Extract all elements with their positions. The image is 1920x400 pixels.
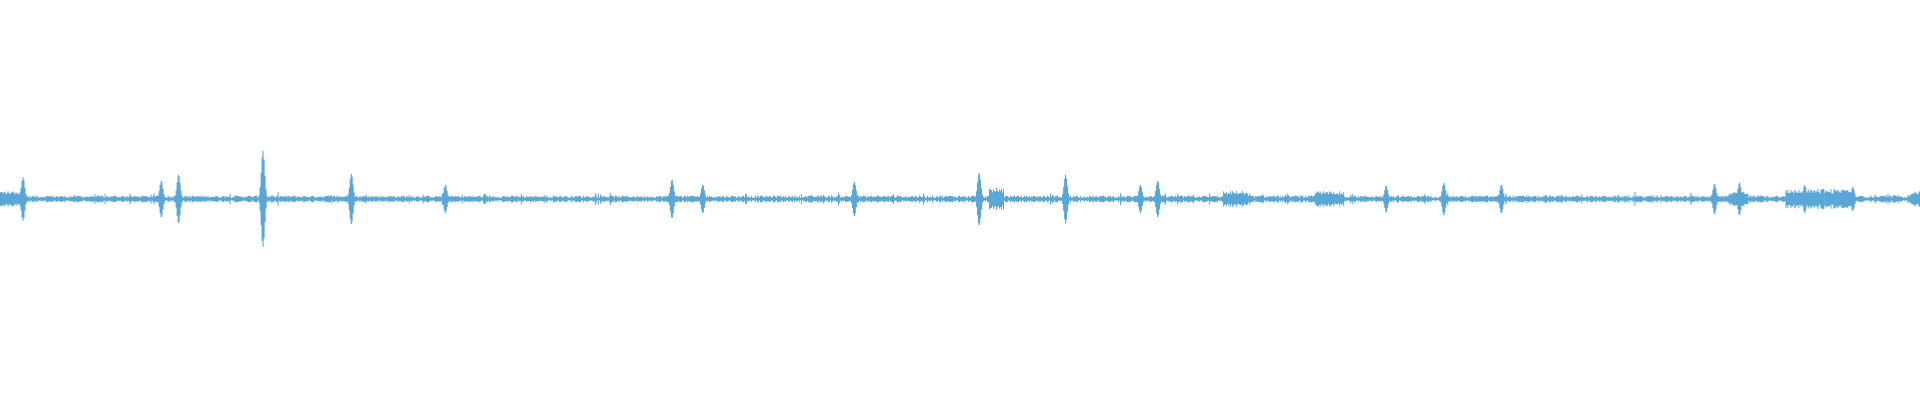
waveform-group — [0, 151, 1920, 247]
